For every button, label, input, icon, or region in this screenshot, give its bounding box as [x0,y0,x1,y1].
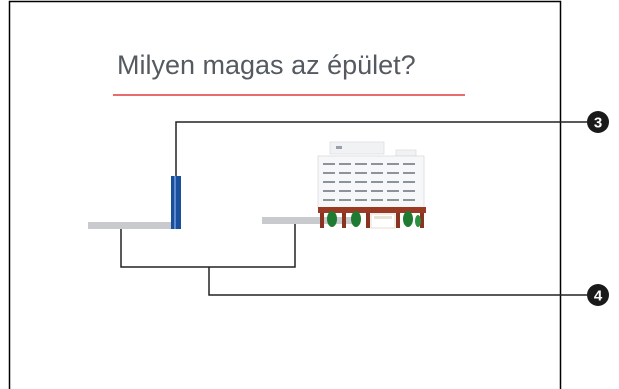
page-title: Milyen magas az épület? [117,50,416,80]
callout-3-leader-line [175,121,587,176]
callout-number-4: 4 [594,288,603,305]
callout-4-leader-line [208,267,587,296]
right-ground-plate [262,217,354,224]
comparison-bracket [120,224,296,268]
left-ground-plate [88,222,176,229]
callout-badge-3: 3 [587,111,609,133]
slide-frame [8,0,562,389]
callout-number-3: 3 [594,115,602,132]
callout-badge-4: 4 [587,284,609,306]
building-icon [317,141,426,229]
measuring-post-highlight [174,176,176,229]
